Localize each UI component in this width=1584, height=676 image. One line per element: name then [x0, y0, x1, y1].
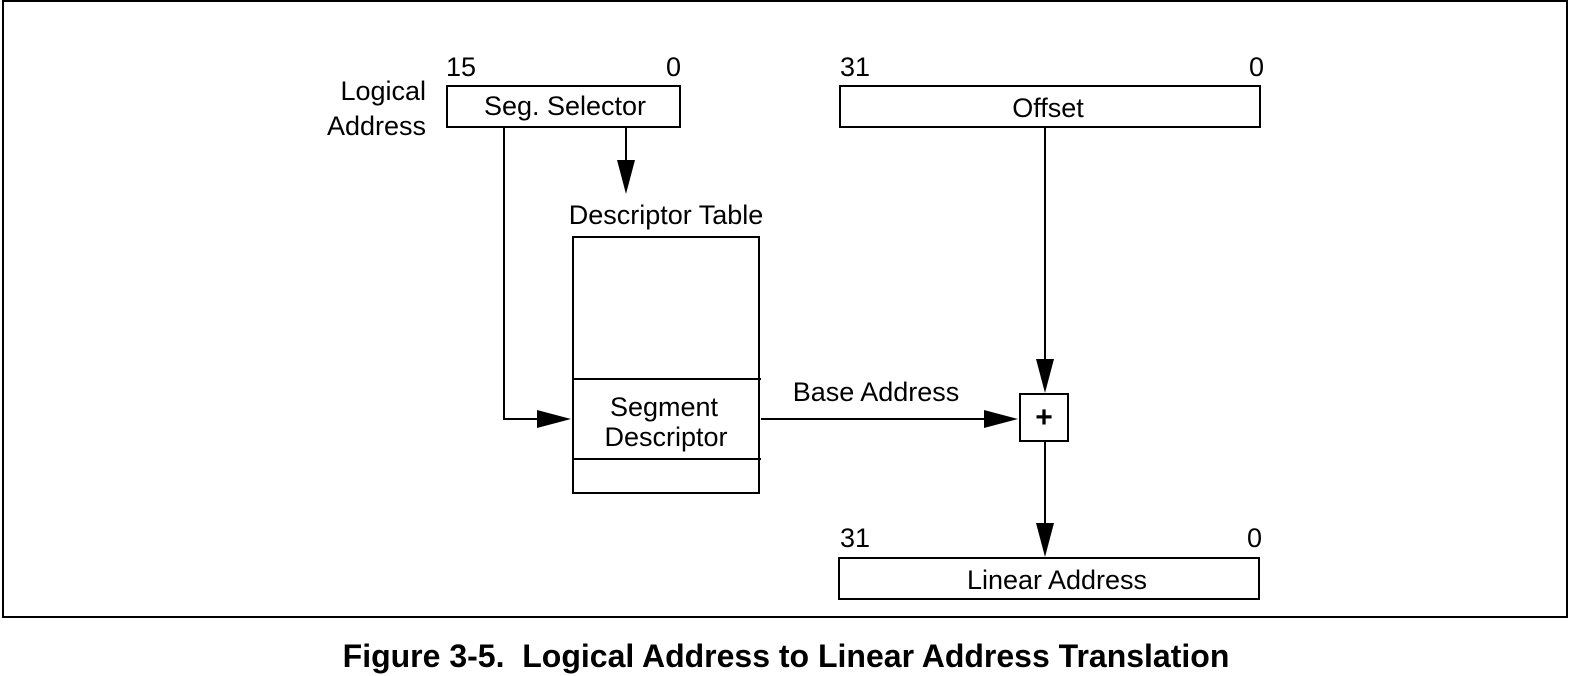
segment-selector-box — [446, 85, 681, 128]
logical-address-label-line2: Address — [327, 111, 426, 141]
adder-box — [1019, 393, 1069, 442]
descriptor-table — [572, 236, 760, 494]
segment-descriptor-label-line1: Segment — [610, 392, 719, 422]
offset-to-adder-arrowhead — [1036, 359, 1054, 393]
selector-high-bit: 15 — [446, 52, 476, 82]
linear-address-high-bit: 31 — [840, 523, 870, 553]
base-address-label: Base Address — [793, 377, 960, 407]
linear-address-box — [838, 557, 1260, 600]
logical-address-label-line1: Logical — [340, 76, 426, 106]
offset-box — [839, 85, 1261, 128]
offset-high-bit: 31 — [840, 52, 870, 82]
segment-selector-label: Seg. Selector — [484, 91, 646, 121]
segment-descriptor-label-line2: Descriptor — [604, 422, 727, 452]
offset-low-bit: 0 — [1249, 52, 1264, 82]
selector-low-bit: 0 — [666, 52, 681, 82]
adder-to-linear-arrowhead — [1036, 523, 1054, 557]
figure-frame — [2, 0, 1568, 618]
selector-to-table-arrowhead — [617, 160, 635, 194]
base-address-arrowhead — [984, 410, 1018, 428]
offset-label: Offset — [1012, 93, 1084, 123]
figure-caption: Figure 3-5. Logical Address to Linear Ad… — [343, 638, 1230, 674]
descriptor-table-title: Descriptor Table — [569, 200, 764, 230]
selector-to-descriptor-line — [503, 127, 540, 420]
adder-plus-icon: + — [1035, 401, 1053, 434]
linear-address-low-bit: 0 — [1247, 523, 1262, 553]
linear-address-label: Linear Address — [967, 565, 1147, 595]
selector-to-descriptor-arrowhead — [537, 410, 571, 428]
